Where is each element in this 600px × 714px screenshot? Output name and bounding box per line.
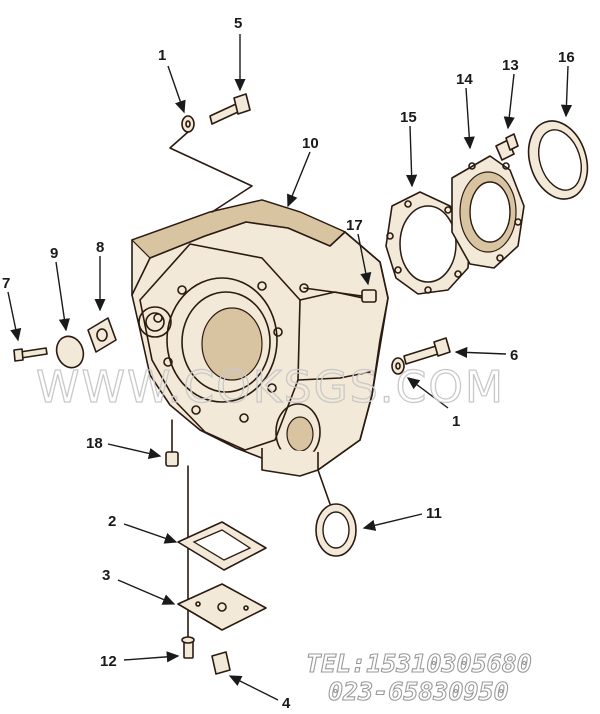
cover-plate: [177, 583, 267, 631]
watermark-fax: 023-65830950: [328, 677, 509, 706]
bolt-bottom: [181, 636, 195, 659]
cover-plate-small: [55, 335, 85, 369]
plug-bottom: [165, 419, 189, 641]
callout-12: 12: [100, 653, 117, 670]
callout-5: 5: [234, 15, 242, 32]
callout-3: 3: [102, 567, 110, 584]
rear-seal-housing: [451, 155, 525, 269]
callout-10: 10: [302, 135, 319, 152]
washer-right: [391, 357, 405, 375]
callout-14: 14: [456, 71, 473, 88]
washer-top: [181, 115, 195, 133]
callout-16: 16: [558, 49, 575, 66]
seal-ring-lower: [315, 469, 357, 557]
callout-15: 15: [400, 109, 417, 126]
callout-1-right: 1: [452, 413, 460, 430]
bolt-seal-housing: [495, 133, 519, 161]
callout-9: 9: [50, 245, 58, 262]
callout-7: 7: [2, 275, 10, 292]
callout-1-top: 1: [158, 47, 166, 64]
seal-gasket: [385, 191, 471, 295]
plug-side: [303, 287, 377, 303]
callout-4: 4: [282, 695, 291, 712]
callout-11: 11: [426, 505, 442, 522]
callout-6: 6: [510, 347, 518, 364]
gasket-small: [87, 317, 117, 353]
callout-2: 2: [108, 513, 116, 530]
callout-17: 17: [346, 217, 363, 234]
watermark-site: WWW.COKSGS.COM: [36, 362, 505, 413]
bolt-right: [403, 337, 451, 365]
cover-gasket: [177, 521, 267, 571]
callout-18: 18: [86, 435, 103, 452]
bolt-left: [13, 347, 48, 362]
oil-seal: [527, 120, 589, 200]
callout-8: 8: [96, 239, 104, 256]
callout-labels: 1 5 10 13 14 15 16 17 7 9 8 6 1 18 11 2 …: [2, 15, 575, 712]
leader-arrows: [7, 34, 573, 701]
flywheel-housing: [130, 199, 389, 477]
plug-cover: [211, 651, 231, 675]
callout-13: 13: [502, 57, 519, 74]
bolt-top: [209, 93, 251, 125]
watermark-phone: TEL:15310305680: [306, 649, 532, 678]
